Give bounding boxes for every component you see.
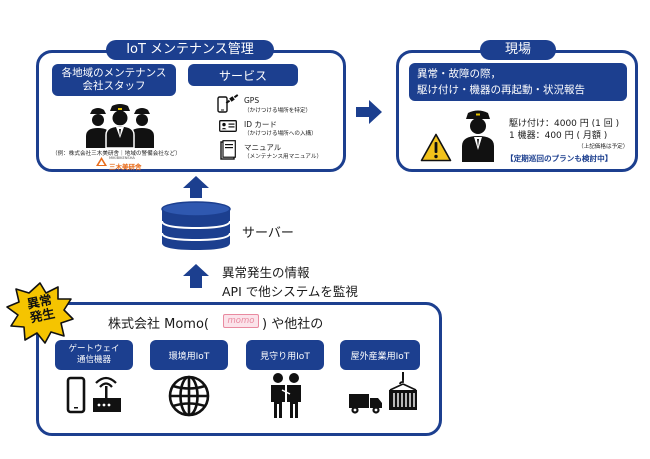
category-gateway: ゲートウェイ 通信機器 bbox=[55, 340, 133, 370]
server-database-icon bbox=[161, 201, 231, 250]
service-title: サービス bbox=[218, 68, 267, 83]
momo-logo: momo bbox=[223, 314, 259, 328]
momo-logo-text: momo bbox=[227, 316, 255, 326]
anomaly-info-line2: API で他システムを監視 bbox=[222, 284, 358, 299]
situation-box: 異常・故障の際， 駆け付け・機器の再起動・状況報告 bbox=[409, 63, 627, 101]
devices-title-pre: 株式会社 Momo( bbox=[108, 317, 209, 332]
server-label: サーバー bbox=[242, 226, 294, 241]
price-dispatch: 駆け付け：4000 円 (1 回 ) bbox=[509, 119, 620, 129]
service-manual-name: マニュアル bbox=[244, 143, 282, 152]
id-card-icon bbox=[219, 120, 237, 132]
mikibikensha-logo-mark-icon bbox=[96, 157, 107, 166]
patrol-note: 【定期巡回のプランも検討中】 bbox=[506, 154, 613, 163]
staff-box-line1: 各地域のメンテナンス bbox=[61, 67, 167, 79]
arrow-up-icon-top bbox=[183, 176, 209, 198]
category-gateway-line1: ゲートウェイ bbox=[68, 344, 120, 354]
situation-line2: 駆け付け・機器の再起動・状況報告 bbox=[417, 84, 585, 96]
staff-box: 各地域のメンテナンス 会社スタッフ bbox=[52, 64, 176, 96]
category-gateway-line2: 通信機器 bbox=[76, 355, 111, 365]
staff-example-text: （例：株式会社三木美研舎｜地域の警備会社など） bbox=[52, 151, 181, 157]
logo-roman-text: MIKIBIKENSHA bbox=[109, 156, 135, 160]
logo-name-text: 三木美研舎 bbox=[109, 163, 142, 171]
service-gps-name: GPS bbox=[244, 96, 260, 105]
gateway-icon bbox=[66, 376, 121, 414]
price-device: 1 機器：400 円 ( 月額 ) bbox=[509, 131, 608, 141]
staff-box-line2: 会社スタッフ bbox=[82, 80, 146, 92]
category-watching: 見守り用IoT bbox=[246, 340, 324, 370]
category-industrial: 屋外産業用IoT bbox=[340, 340, 420, 370]
guard-icon bbox=[462, 110, 494, 162]
anomaly-info-line1: 異常発生の情報 bbox=[222, 265, 310, 280]
price-note: （上記価格は予定） bbox=[578, 144, 629, 150]
devices-title-post: ) や他社の bbox=[262, 317, 324, 332]
gps-phone-icon bbox=[217, 94, 239, 113]
warning-icon bbox=[420, 133, 452, 162]
industrial-icon bbox=[349, 372, 417, 414]
situation-line1: 異常・故障の際， bbox=[417, 68, 501, 80]
service-id-name: ID カード bbox=[244, 120, 277, 129]
arrow-up-icon-bottom bbox=[183, 264, 209, 288]
people-icon bbox=[271, 373, 301, 418]
staff-guards-icon bbox=[86, 104, 154, 149]
service-manual-note: （メンテナンス用マニュアル） bbox=[244, 154, 323, 160]
mikibikensha-logo: MIKIBIKENSHA 三木美研舎 bbox=[96, 156, 146, 171]
service-id-note: （かけつける場所への入構） bbox=[244, 131, 317, 137]
service-gps-note: （かけつける場所を特定） bbox=[244, 108, 312, 114]
site-title: 現場 bbox=[480, 40, 556, 60]
globe-icon bbox=[168, 375, 210, 417]
service-title-box: サービス bbox=[188, 64, 298, 86]
category-watching-label: 見守り用IoT bbox=[260, 351, 310, 362]
category-industrial-label: 屋外産業用IoT bbox=[350, 351, 410, 362]
manual-book-icon bbox=[220, 140, 236, 160]
anomaly-burst-icon bbox=[6, 282, 74, 344]
category-environment-label: 環境用IoT bbox=[168, 351, 210, 362]
iot-maintenance-title: IoT メンテナンス管理 bbox=[106, 40, 274, 60]
category-environment: 環境用IoT bbox=[150, 340, 228, 370]
arrow-right-icon bbox=[356, 100, 382, 124]
